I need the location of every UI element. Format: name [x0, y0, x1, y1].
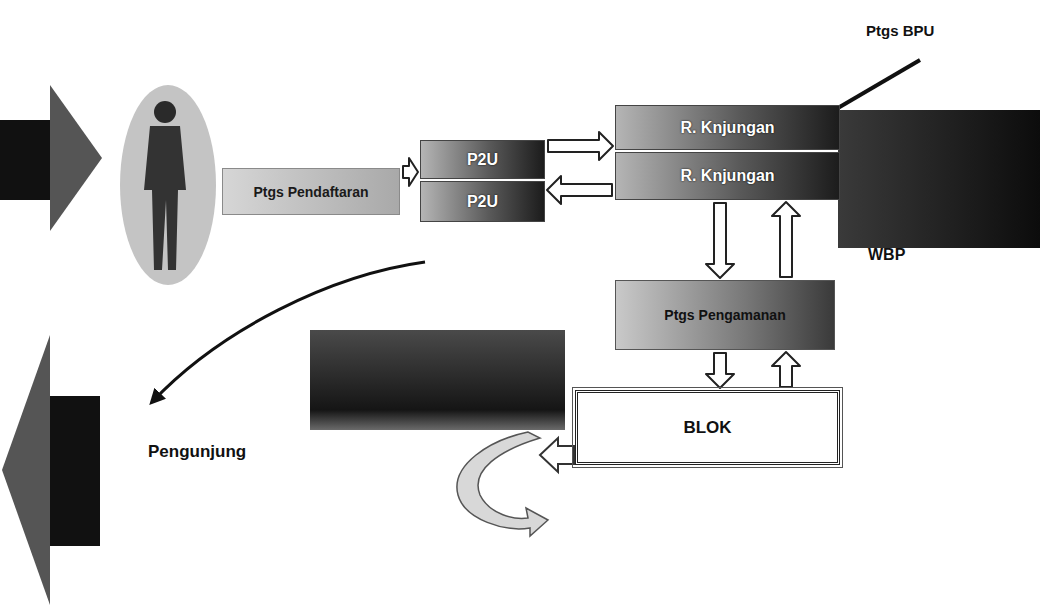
entry-arrow-head	[50, 85, 102, 231]
exit-arrow-body	[50, 396, 100, 546]
exit-curve	[152, 262, 425, 402]
dark-region	[838, 110, 1040, 248]
cell-block-box: BLOK	[575, 390, 840, 465]
block-arrow	[540, 438, 574, 472]
flow-arrow	[547, 176, 612, 204]
screening-box: P2U	[420, 181, 545, 222]
node-text: P2U	[467, 151, 498, 169]
node-text: Ptgs Pendaftaran	[253, 184, 368, 200]
flow-arrow	[772, 202, 800, 277]
figure-halo	[120, 85, 216, 285]
visitor-label: Pengunjung	[148, 442, 246, 462]
flow-arrow	[772, 352, 800, 387]
node-text: R. Knjungan	[680, 167, 774, 185]
registration-box: Ptgs Pendaftaran	[222, 168, 400, 215]
screening-box: P2U	[420, 140, 545, 179]
node-text: R. Knjungan	[680, 119, 774, 137]
flow-arrow	[548, 132, 613, 160]
dark-box	[310, 330, 565, 430]
figure-head	[154, 101, 176, 123]
entry-arrow-body	[0, 120, 50, 200]
node-text: Ptgs Pengamanan	[664, 307, 785, 323]
flow-arrow	[403, 158, 418, 186]
figure-body	[144, 126, 186, 270]
visit-room-box: R. Knjungan	[615, 152, 840, 200]
visit-room-box: R. Knjungan	[615, 105, 840, 150]
node-text: P2U	[467, 193, 498, 211]
node-text: BLOK	[683, 418, 731, 438]
security-box: Ptgs Pengamanan	[615, 280, 835, 350]
inmate-label: WBP	[868, 246, 905, 264]
exit-arrow-head	[2, 335, 50, 605]
flow-arrow	[706, 353, 734, 388]
officer-label: Ptgs BPU	[866, 22, 934, 39]
flow-arrow	[706, 203, 734, 278]
curved-arrow	[457, 432, 548, 536]
